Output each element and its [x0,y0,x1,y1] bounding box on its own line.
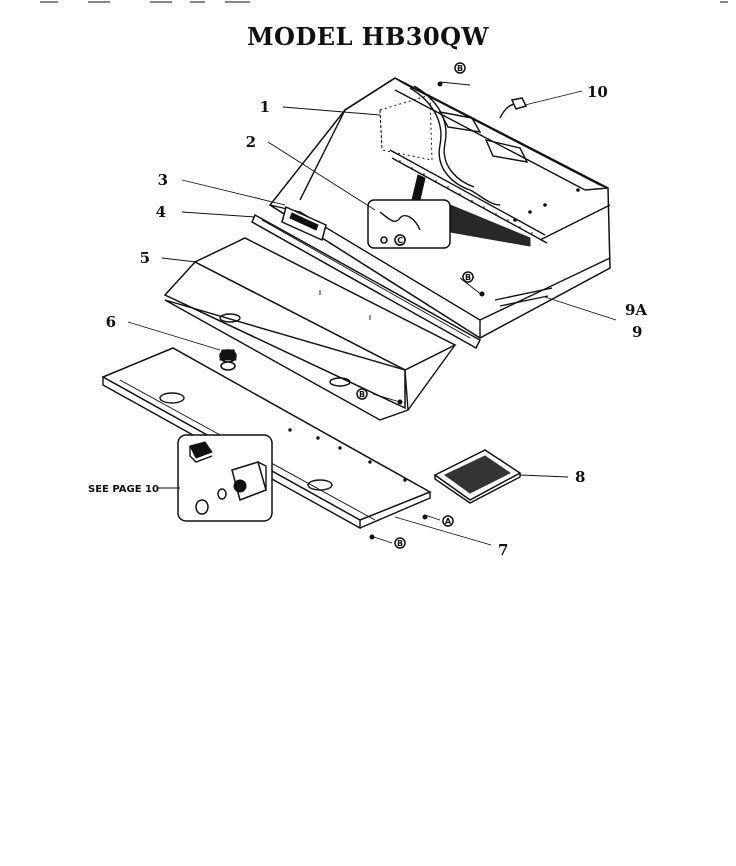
diagram-title: MODEL HB30QW [246,22,490,51]
switch-module-inset [177,434,273,522]
callout-4: 4 [156,203,166,221]
callout-3: 3 [158,171,168,189]
fastener-b-bottom: B [397,539,403,548]
callout-6: 6 [106,313,116,331]
callout-1: 1 [260,98,270,116]
see-page-label: SEE PAGE 10 [88,484,159,495]
callout-9: 9 [632,323,642,341]
part-4-strip [251,213,481,350]
callout-7: 7 [498,541,508,559]
part-8-filter [433,449,522,504]
callout-2: 2 [246,133,256,151]
fastener-b-top: B [457,64,463,73]
fastener-c: C [397,236,403,245]
part-3-nameplate [281,205,327,242]
callout-8: 8 [575,468,585,486]
fastener-b-tray: B [359,390,365,399]
fastener-a: A [445,517,452,526]
leader-lines [127,81,617,546]
callout-labels: 1 2 3 4 5 6 7 8 9A 9 10 SEE PAGE 10 [88,83,647,559]
callout-5: 5 [140,249,150,267]
part-5-filter-tray [163,237,457,421]
part-6-lamp-socket [219,349,237,371]
fastener-b-mid: B [465,273,471,282]
callout-9a: 9A [625,301,647,319]
part-10-cord [499,97,528,119]
callout-10: 10 [587,83,608,101]
fastener-markers: B B B A B C [356,62,485,549]
